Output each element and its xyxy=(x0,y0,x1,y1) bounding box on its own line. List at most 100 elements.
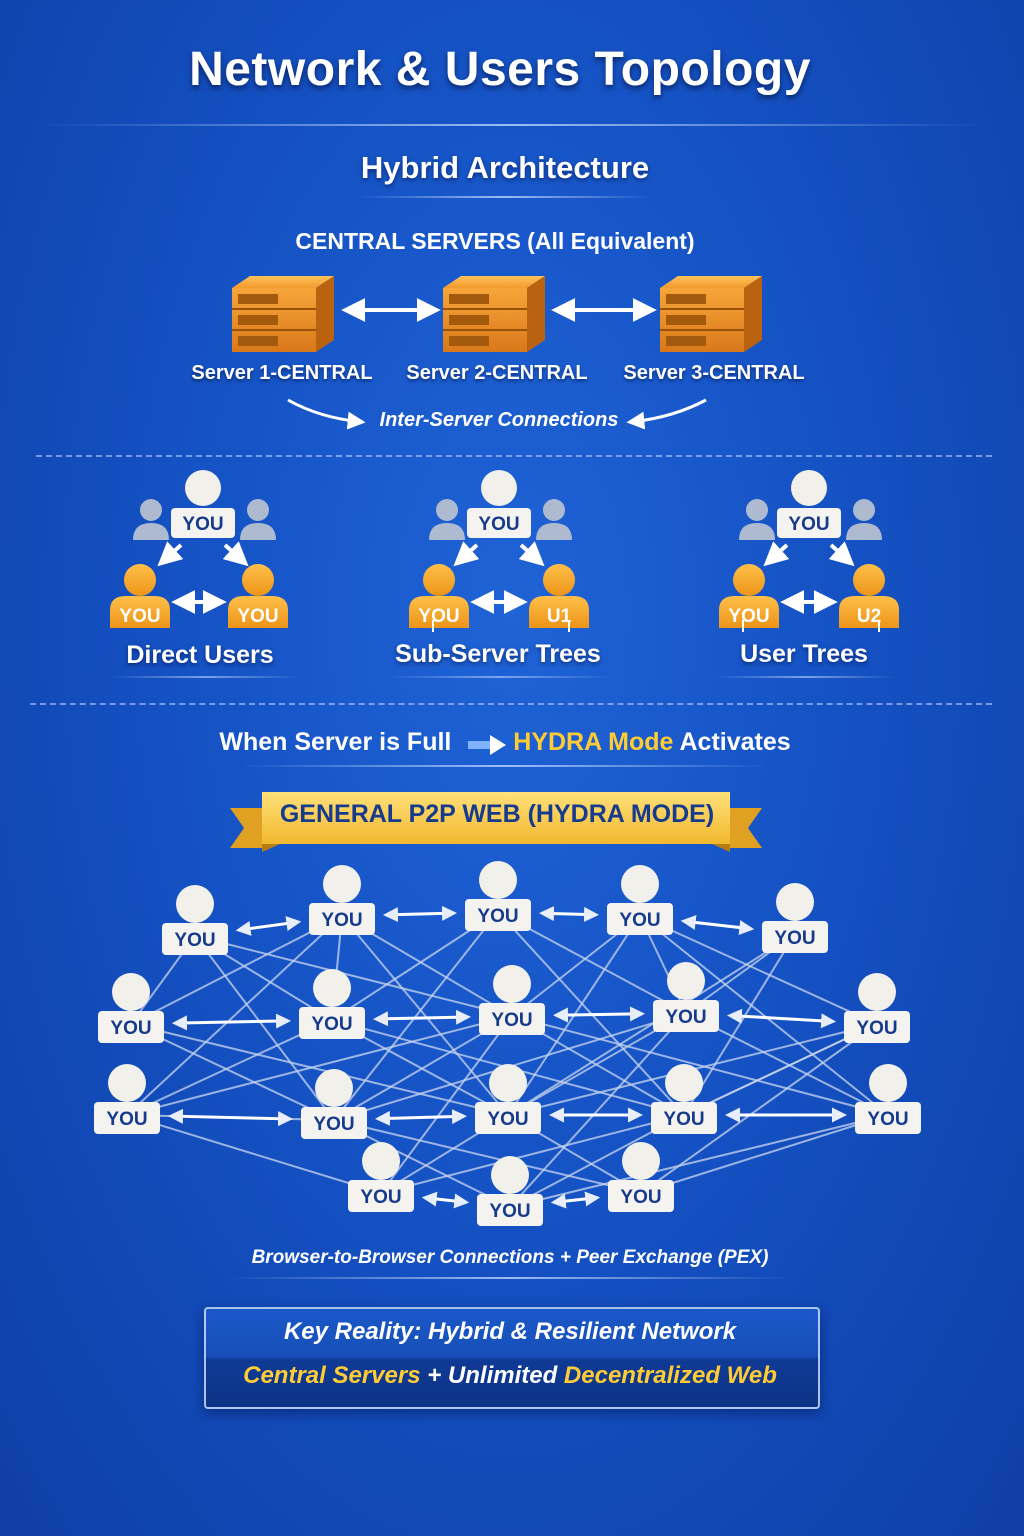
peer-you-11: YOU xyxy=(94,1064,160,1134)
group-direct-top-user-label: YOU xyxy=(182,514,223,535)
p2p-mesh-arrows xyxy=(167,905,847,1209)
subtitle-underline xyxy=(360,196,650,198)
caption-underline-2 xyxy=(390,676,610,678)
peer-you-16: YOU xyxy=(348,1142,414,1212)
group-usertree-gray-user-right xyxy=(846,499,882,540)
peer-you-12-label: YOU xyxy=(313,1114,354,1135)
group-subserver-right-user-label: U1 xyxy=(547,606,572,627)
group-subserver-gray-user-left xyxy=(429,499,465,540)
mesh-arrow-9 xyxy=(374,1109,468,1126)
mesh-arrow-4 xyxy=(171,1013,292,1031)
server-1-label: Server 1-CENTRAL xyxy=(191,362,373,384)
peer-you-1-label: YOU xyxy=(174,930,215,951)
peer-you-14: YOU xyxy=(651,1064,717,1134)
group-subserver-right-user: U1 xyxy=(529,564,589,628)
hydra-line-suffix: Activates xyxy=(679,728,791,756)
group-subserver-arrow-left xyxy=(453,541,480,567)
mesh-link-19 xyxy=(130,1023,509,1116)
peer-you-2-label: YOU xyxy=(321,910,362,931)
central-servers-highlight: Central Servers xyxy=(243,1362,421,1389)
plus-sign: + xyxy=(427,1362,442,1389)
mesh-link-48 xyxy=(333,1119,642,1194)
group-subserver-arrow-right xyxy=(518,541,545,567)
server-1-icon xyxy=(232,276,334,352)
peer-you-4: YOU xyxy=(607,865,673,935)
mesh-link-47 xyxy=(380,1114,685,1194)
key-reality-subtitle: Central Servers + Unlimited Decentralize… xyxy=(204,1362,816,1390)
section-divider-2 xyxy=(30,703,992,705)
hydra-mode-highlight: HYDRA Mode xyxy=(513,728,674,756)
unlimited-word: Unlimited xyxy=(447,1362,558,1389)
group-direct-top-user: YOU xyxy=(171,470,235,538)
group-direct-left-user-label: YOU xyxy=(119,606,160,627)
peer-you-9: YOU xyxy=(653,962,719,1032)
mesh-arrow-3 xyxy=(680,915,755,935)
group-usertree-top-user: YOU xyxy=(777,470,841,538)
pex-underline xyxy=(230,1277,790,1279)
mesh-link-35 xyxy=(126,1015,513,1116)
mesh-link-3 xyxy=(130,915,343,1025)
mesh-arrow-0 xyxy=(235,916,302,936)
arrow-right-icon xyxy=(468,735,506,755)
mesh-arrow-1 xyxy=(382,905,458,923)
server-2-label: Server 2-CENTRAL xyxy=(406,362,588,384)
mesh-link-27 xyxy=(380,1015,513,1194)
peer-you-8-label: YOU xyxy=(491,1010,532,1031)
peer-you-12: YOU xyxy=(301,1069,367,1139)
hydra-line-prefix: When Server is Full xyxy=(219,728,452,756)
peer-you-15: YOU xyxy=(855,1064,921,1134)
page-title: Network & Users Topology xyxy=(189,43,811,96)
group-direct-left-user: YOU xyxy=(110,564,170,628)
group-subserver-left-user: YOU xyxy=(409,564,469,628)
mesh-arrow-6 xyxy=(552,1006,646,1023)
hydra-banner xyxy=(230,792,762,852)
mesh-link-12 xyxy=(639,915,878,1025)
mesh-link-29 xyxy=(685,1012,889,1116)
pex-caption: Browser-to-Browser Connections + Peer Ex… xyxy=(251,1247,769,1268)
group-direct-gray-user-left xyxy=(133,499,169,540)
group-usertree-right-user: U2 xyxy=(839,564,899,628)
group-usertree-arrow-left xyxy=(763,541,790,567)
peer-you-4-label: YOU xyxy=(619,910,660,931)
group-direct-arrow-left xyxy=(157,541,184,567)
group-usertree-left-user: YOU xyxy=(719,564,779,628)
group-subserver-top-user: YOU xyxy=(467,470,531,538)
decentralized-web-highlight: Decentralized Web xyxy=(563,1362,777,1389)
peer-you-9-label: YOU xyxy=(665,1007,706,1028)
key-reality-box xyxy=(204,1307,820,1409)
inter-server-arrow-left xyxy=(287,398,366,430)
group-usertree-gray-user-left xyxy=(739,499,775,540)
user-trees-caption: User Trees xyxy=(740,640,868,668)
peer-you-8: YOU xyxy=(479,965,545,1035)
peer-you-13-label: YOU xyxy=(487,1109,528,1130)
group-usertree-left-user-label: YOU xyxy=(728,606,769,627)
hydra-line-underline xyxy=(240,765,770,767)
group-direct-gray-user-right xyxy=(240,499,276,540)
key-reality-title: Key Reality: Hybrid & Resilient Network xyxy=(283,1318,737,1345)
hydra-banner-text: GENERAL P2P WEB (HYDRA MODE) xyxy=(279,800,715,828)
peer-you-6-label: YOU xyxy=(110,1018,151,1039)
mesh-arrow-2 xyxy=(538,906,600,922)
group-usertree-top-user-label: YOU xyxy=(788,514,829,535)
peer-you-16-label: YOU xyxy=(360,1187,401,1208)
peer-you-18-label: YOU xyxy=(620,1187,661,1208)
peer-you-5: YOU xyxy=(762,883,828,953)
mesh-link-42 xyxy=(640,1114,889,1194)
group-subserver-gray-user-right xyxy=(536,499,572,540)
group-direct-right-user: YOU xyxy=(228,564,288,628)
sub-server-trees-caption: Sub-Server Trees xyxy=(395,640,601,668)
mesh-arrow-8 xyxy=(167,1108,294,1127)
peer-you-5-label: YOU xyxy=(774,928,815,949)
mesh-arrow-7 xyxy=(726,1008,837,1029)
hydra-activation-line: When Server is Full HYDRA Mode Activates xyxy=(200,728,810,757)
peer-you-1: YOU xyxy=(162,885,228,955)
central-servers-label: CENTRAL SERVERS (All Equivalent) xyxy=(295,228,695,254)
caption-underline-3 xyxy=(715,676,895,678)
peer-you-3: YOU xyxy=(465,861,531,931)
peer-you-7: YOU xyxy=(299,969,365,1039)
peer-you-15-label: YOU xyxy=(867,1109,908,1130)
server-3-icon xyxy=(660,276,762,352)
